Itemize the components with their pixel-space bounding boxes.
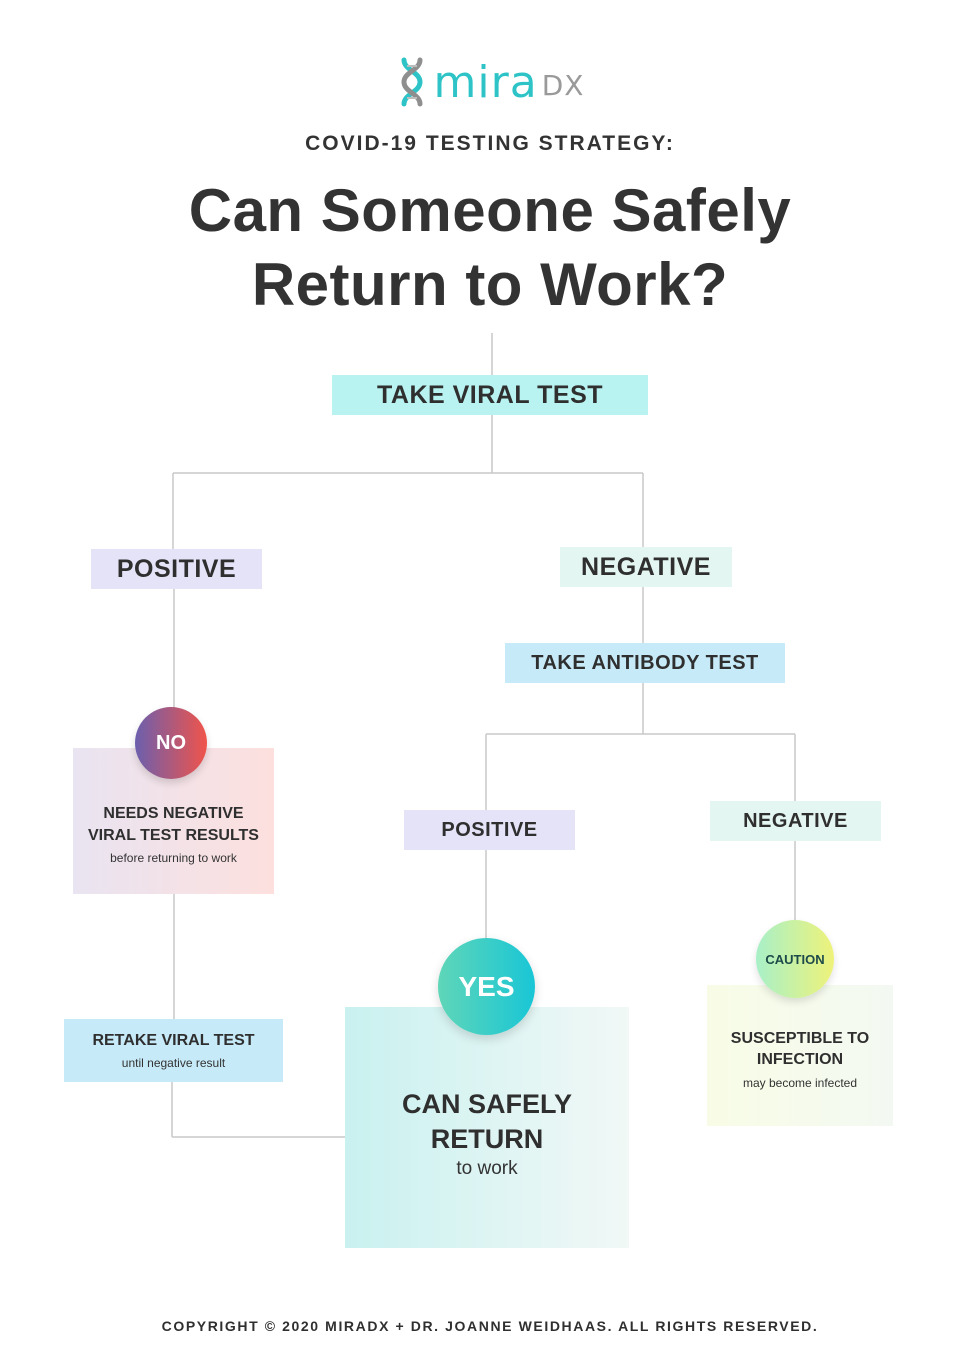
take-viral-test-box: TAKE VIRAL TEST xyxy=(332,375,648,415)
susceptible-line-2: INFECTION xyxy=(756,1051,844,1068)
dna-helix-icon xyxy=(401,57,423,107)
page-title: Can Someone Safely Return to Work? xyxy=(0,174,980,322)
needs-negative-sub: before returning to work xyxy=(110,851,237,865)
logo: mira DX xyxy=(0,52,980,112)
return-sub: to work xyxy=(456,1158,518,1179)
retake-title: RETAKE VIRAL TEST xyxy=(92,1032,255,1049)
viral-negative-box: NEGATIVE xyxy=(560,547,732,587)
needs-negative-line-1: NEEDS NEGATIVE xyxy=(103,805,244,822)
susceptible-line-1: SUSCEPTIBLE TO xyxy=(730,1030,870,1047)
retake-sub: until negative result xyxy=(121,1056,226,1070)
no-badge: NO xyxy=(135,707,207,779)
needs-negative-line-2: VIRAL TEST RESULTS xyxy=(88,827,259,844)
susceptible-card: SUSCEPTIBLE TO INFECTION may become infe… xyxy=(707,985,893,1126)
take-antibody-test-box: TAKE ANTIBODY TEST xyxy=(505,643,785,683)
viral-positive-box: POSITIVE xyxy=(91,549,262,589)
title-line-2: Return to Work? xyxy=(251,251,729,318)
can-safely-return-card: CAN SAFELY RETURN to work xyxy=(345,1007,629,1248)
title-line-1: Can Someone Safely xyxy=(188,177,792,244)
copyright-footer: COPYRIGHT © 2020 MIRADX + DR. JOANNE WEI… xyxy=(161,1318,819,1334)
return-line-1: CAN SAFELY xyxy=(401,1089,573,1119)
logo-suffix: DX xyxy=(541,69,585,102)
antibody-negative-box: NEGATIVE xyxy=(710,801,881,841)
logo-wordmark: mira xyxy=(433,56,538,108)
caution-badge: CAUTION xyxy=(756,920,834,998)
antibody-positive-box: POSITIVE xyxy=(404,810,575,850)
yes-badge: YES xyxy=(438,938,535,1035)
page-subtitle: COVID-19 TESTING STRATEGY: xyxy=(305,132,675,155)
return-line-2: RETURN xyxy=(430,1124,544,1154)
retake-viral-test-box: RETAKE VIRAL TEST until negative result xyxy=(64,1019,283,1082)
susceptible-sub: may become infected xyxy=(742,1076,858,1090)
